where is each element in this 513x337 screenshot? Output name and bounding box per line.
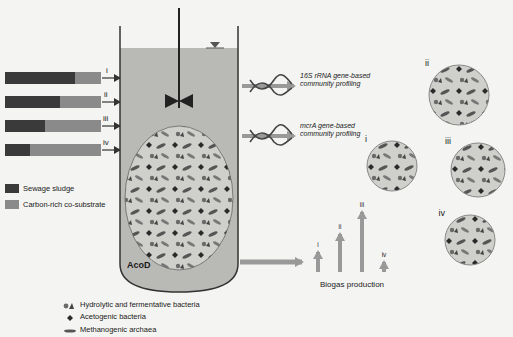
community-number: ii [424,58,430,68]
community-drawing [428,64,490,126]
legend-text: Acetogenic bacteria [80,312,146,321]
profiling-arrows [242,75,294,145]
output-number: i [317,241,318,248]
community-number: iii [444,136,452,146]
community-number: i [364,134,368,144]
feed-number: i [106,66,108,75]
feed-bars [5,72,101,156]
legend-text: Carbon-rich co-substrate [23,200,106,209]
method-label: mcrA gene-based community profiling [300,122,366,138]
community-circle: ii [428,64,490,126]
community-drawing [366,140,418,192]
community-drawing [450,142,506,198]
legend-swatch [5,184,19,193]
community-circle: iii [450,142,506,198]
output-label: Biogas production [320,280,384,289]
community-number: iv [438,208,447,218]
biogas-arrows [240,212,384,272]
legend-text: Methanogenic archaea [80,325,156,334]
legend-symbols [64,303,76,333]
feed-number: iii [103,114,108,123]
feed-number: ii [104,90,108,99]
community-circle: i [366,140,418,192]
reactor-name: AcoD [126,260,152,270]
community-drawing [444,214,496,266]
feed-number: iv [103,138,109,147]
output-number: iii [360,201,364,208]
legend-text: Hydrolytic and fermentative bacteria [80,300,200,309]
legend-swatch [5,200,19,209]
legend-text: Sewage sludge [23,184,74,193]
reactor-vessel: AcoD [118,8,240,294]
feed-arrows [102,78,120,150]
community-circle: iv [444,214,496,266]
reactor-drawing [118,8,240,294]
output-number: ii [339,223,342,230]
output-number: iv [382,251,387,258]
method-label: 16S rRNA gene-based community profiling [300,72,372,88]
